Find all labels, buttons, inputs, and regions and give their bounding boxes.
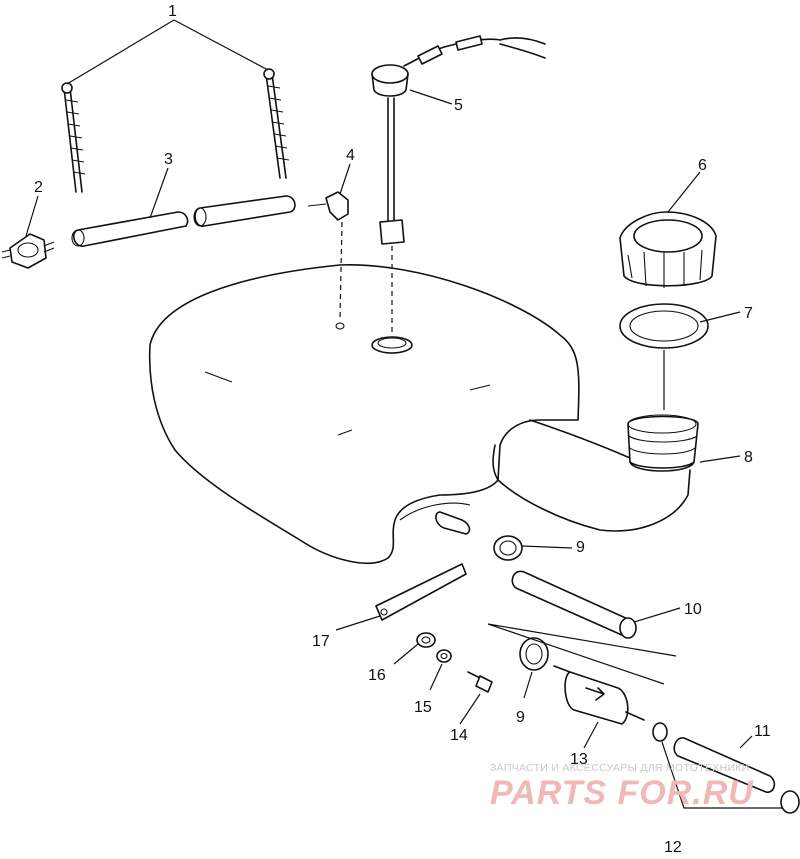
watermark-caption: ЗАПЧАСТИ И АКСЕССУАРЫ ДЛЯ МОТОТЕХНИКИ [490, 762, 750, 774]
filter-bracket [375, 563, 467, 621]
fuel-filter [553, 665, 645, 725]
watermark-logo: PARTS FOR.RU [490, 774, 754, 812]
cap-gasket [619, 303, 709, 410]
callout-6: 6 [698, 157, 707, 174]
hose-clamp-lower [487, 623, 677, 685]
callout-2: 2 [34, 179, 43, 196]
callout-14: 14 [450, 727, 468, 744]
outlet-fitting [435, 511, 523, 561]
callout-12: 12 [664, 839, 682, 854]
callout-5: 5 [454, 97, 463, 114]
callout-15: 15 [414, 699, 432, 716]
vent-valve [1, 233, 55, 269]
leader-lines [25, 19, 753, 749]
callout-4: 4 [346, 147, 355, 164]
tank-straps [61, 68, 290, 193]
fuel-cap [619, 211, 717, 288]
filter-hose [652, 722, 800, 814]
filler-neck [627, 414, 699, 472]
callout-3: 3 [164, 151, 173, 168]
callout-8: 8 [744, 449, 753, 466]
fuel-tank [148, 264, 691, 564]
watermark: ЗАПЧАСТИ И АКСЕССУАРЫ ДЛЯ МОТОТЕХНИКИ PA… [490, 762, 754, 812]
callout-9-upper: 9 [576, 539, 585, 556]
callout-9-lower: 9 [516, 709, 525, 726]
callout-17: 17 [312, 633, 330, 650]
callout-numbers: 1 2 3 4 5 6 7 8 9 10 11 12 13 14 15 16 1… [34, 3, 771, 856]
fuel-hose [511, 570, 637, 639]
callout-10: 10 [684, 601, 702, 618]
callout-1: 1 [168, 3, 177, 20]
vent-hose [71, 195, 296, 247]
callout-7: 7 [744, 305, 753, 322]
elbow-fitting [307, 191, 349, 319]
fasteners [416, 632, 493, 693]
fuel-gauge-sender [371, 35, 546, 334]
callout-13: 13 [570, 751, 588, 768]
callout-16: 16 [368, 667, 386, 684]
callout-11: 11 [754, 723, 771, 740]
